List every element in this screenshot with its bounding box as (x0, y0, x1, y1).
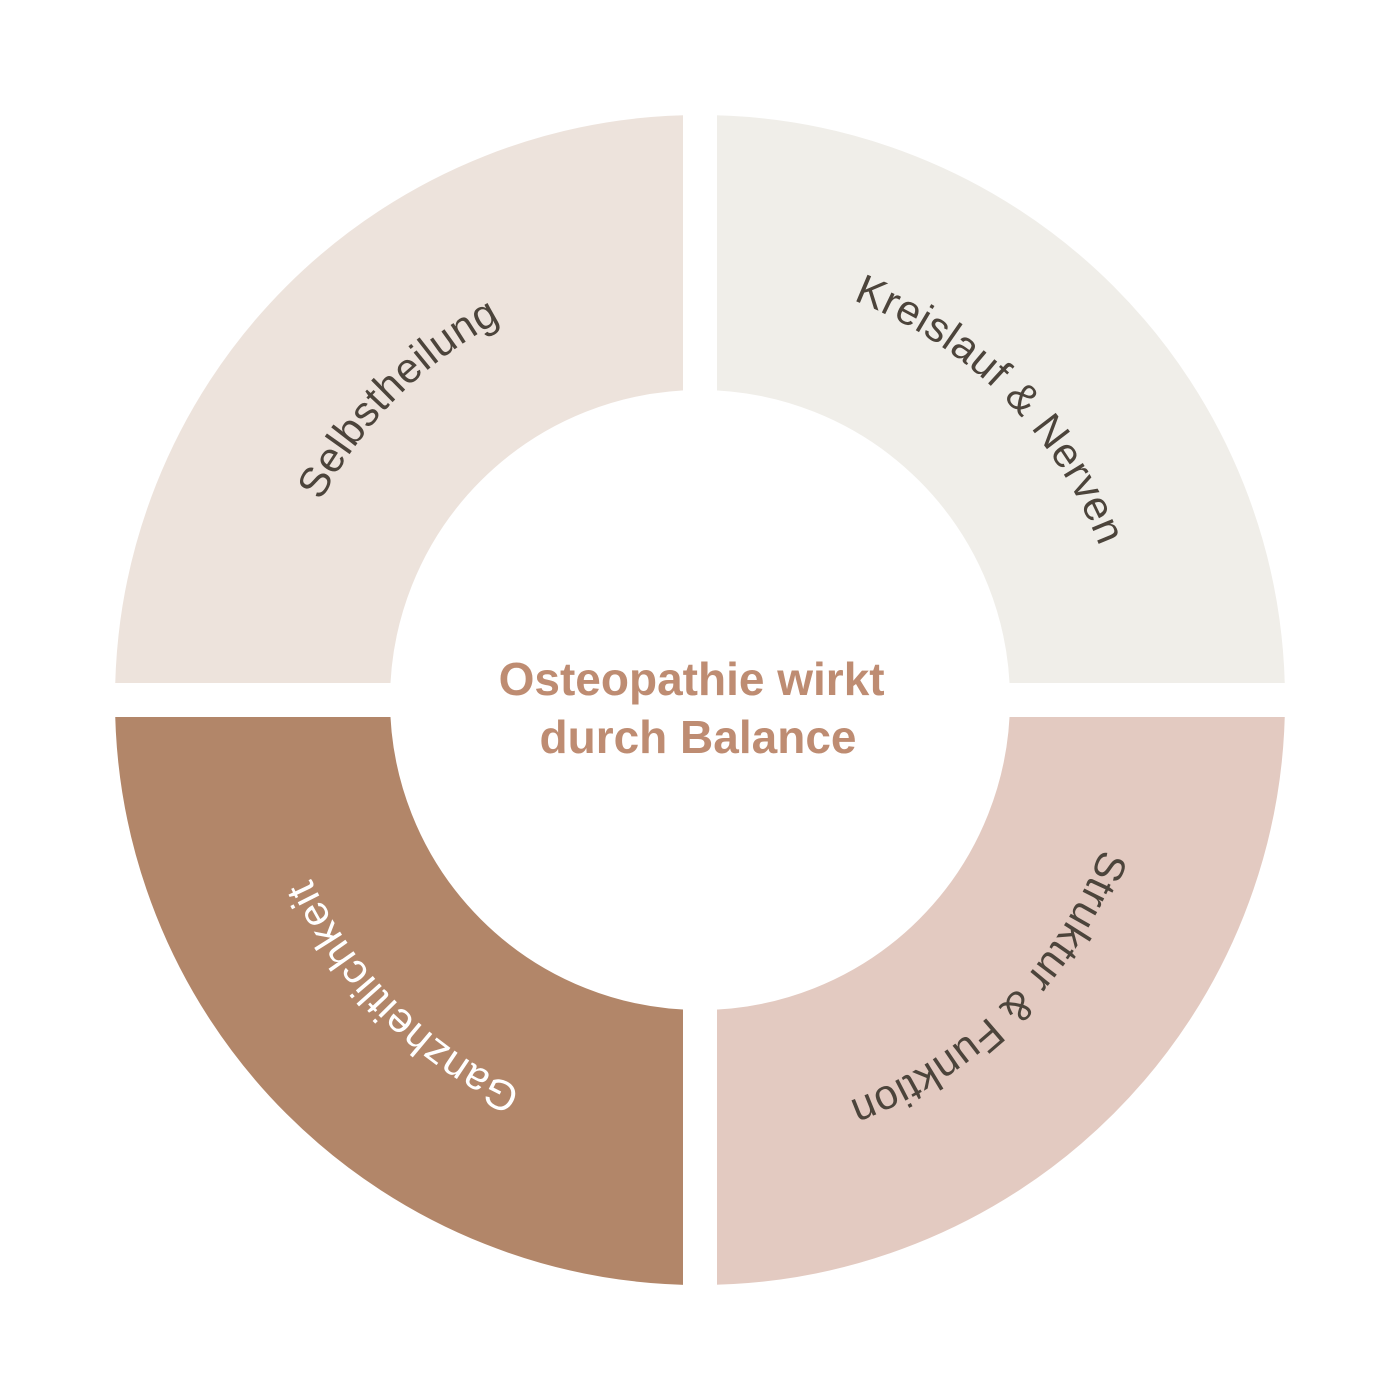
segment-struktur-funktion (697, 697, 1285, 1285)
center-title: Osteopathie wirkt durch Balance (499, 653, 898, 763)
segment-ganzheitlichkeit (115, 697, 703, 1285)
segment-selbstheilung (115, 115, 703, 703)
segment-gap-horizontal (0, 683, 1400, 717)
segment-kreislauf-nerven (697, 115, 1285, 703)
center-title-line2: durch Balance (540, 711, 857, 763)
center-title-line1: Osteopathie wirkt (499, 653, 885, 705)
donut-ring (115, 115, 1285, 1285)
